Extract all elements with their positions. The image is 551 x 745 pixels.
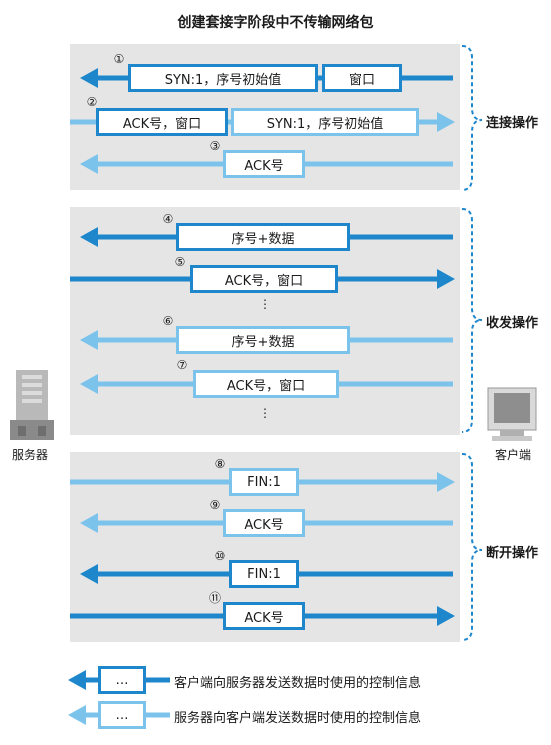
packet-4-data: 序号+数据 — [176, 223, 350, 251]
legend-text-client: 客户端向服务器发送数据时使用的控制信息 — [174, 676, 422, 691]
diagram-title: 创建套接字阶段中不传输网络包 — [177, 15, 374, 31]
packet-7-ack: ACK号，窗口 — [193, 370, 339, 398]
phase-label-connect: 连接操作 — [486, 116, 539, 131]
ellipsis-2: ⋮ — [259, 406, 271, 420]
packet-6-data: 序号+数据 — [176, 326, 350, 354]
packet-2-syn: SYN:1，序号初始值 — [231, 108, 419, 136]
step-number-11: ⑪ — [208, 591, 221, 605]
step-number-7: ⑦ — [176, 358, 188, 372]
client-label: 客户端 — [495, 448, 532, 462]
phase-label-disconnect: 断开操作 — [486, 546, 539, 561]
step-number-1: ① — [113, 52, 125, 66]
brace-connect — [461, 45, 483, 191]
step-number-10: ⑩ — [214, 549, 226, 563]
packet-2-ack: ACK号，窗口 — [96, 108, 228, 136]
brace-transfer — [461, 208, 483, 433]
legend-box-client: … — [98, 666, 146, 694]
brace-disconnect — [461, 453, 483, 641]
step-number-9: ⑨ — [209, 498, 221, 512]
step-number-8: ⑧ — [214, 457, 226, 471]
legend-box-server: … — [98, 701, 146, 729]
server-label: 服务器 — [12, 448, 49, 462]
step-number-6: ⑥ — [162, 314, 174, 328]
packet-1-syn: SYN:1，序号初始值 — [128, 64, 318, 92]
packet-11-ack: ACK号 — [223, 602, 305, 630]
step-number-2: ② — [86, 95, 98, 109]
phase-label-transfer: 收发操作 — [486, 316, 539, 331]
packet-8-fin: FIN:1 — [229, 468, 299, 496]
step-number-3: ③ — [209, 139, 221, 153]
legend-text-server: 服务器向客户端发送数据时使用的控制信息 — [174, 711, 422, 726]
server-icon — [10, 370, 54, 440]
packet-5-ack: ACK号，窗口 — [190, 265, 338, 293]
step-number-5: ⑤ — [174, 255, 186, 269]
packet-10-fin: FIN:1 — [229, 560, 299, 588]
ellipsis-1: ⋮ — [259, 297, 271, 311]
step-number-4: ④ — [162, 212, 174, 226]
packet-1-window: 窗口 — [322, 64, 402, 92]
packet-3-ack: ACK号 — [223, 150, 305, 178]
monitor-icon — [487, 387, 537, 441]
packet-9-ack: ACK号 — [223, 509, 305, 537]
